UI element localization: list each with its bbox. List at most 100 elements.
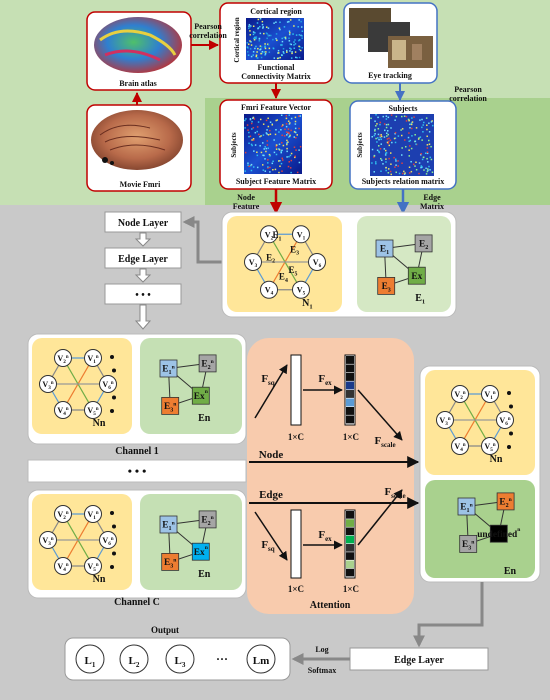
graph-name-label: N1 bbox=[302, 298, 312, 311]
matrix-speckle bbox=[279, 21, 281, 24]
matrix-speckle bbox=[270, 34, 272, 37]
matrix-speckle bbox=[252, 33, 255, 36]
matrix-speckle bbox=[251, 144, 253, 147]
matrix-speckle bbox=[370, 117, 372, 120]
matrix-speckle bbox=[298, 149, 300, 151]
graph-dot bbox=[112, 524, 116, 529]
matrix-speckle bbox=[297, 39, 300, 42]
graph-dot bbox=[507, 391, 511, 395]
matrix-speckle bbox=[275, 21, 277, 23]
matrix-speckle bbox=[278, 143, 281, 146]
matrix-speckle bbox=[286, 51, 288, 53]
matrix-speckle bbox=[244, 127, 246, 129]
matrix-speckle bbox=[431, 124, 434, 127]
matrix-speckle bbox=[387, 140, 390, 143]
graph-dot bbox=[110, 355, 114, 359]
matrix-speckle bbox=[294, 43, 297, 45]
channelc-label: Channel C bbox=[114, 597, 160, 608]
matrix-speckle bbox=[275, 129, 277, 131]
matrix-speckle bbox=[286, 156, 288, 158]
matrix-speckle bbox=[288, 30, 291, 32]
matrix-speckle bbox=[371, 148, 374, 151]
matrix-speckle bbox=[275, 33, 278, 35]
matrix-speckle bbox=[288, 114, 291, 116]
matrix-speckle bbox=[301, 37, 303, 39]
matrix-speckle bbox=[264, 47, 267, 50]
attention-bar-cell bbox=[346, 511, 354, 519]
matrix-speckle bbox=[262, 164, 264, 166]
graph-node-label: V6n bbox=[499, 416, 510, 427]
matrix-speckle bbox=[408, 166, 411, 169]
matrix-speckle bbox=[299, 49, 302, 52]
brain-atlas-box: Brain atlas bbox=[86, 11, 192, 91]
matrix-speckle bbox=[269, 171, 271, 173]
edge-graph-node bbox=[191, 542, 210, 561]
edge-graph-node bbox=[159, 515, 178, 534]
matrix-speckle bbox=[423, 121, 425, 124]
matrix-speckle bbox=[264, 46, 266, 48]
matrix-speckle bbox=[378, 150, 380, 153]
matrix-speckle bbox=[421, 166, 423, 168]
matrix-speckle bbox=[422, 131, 424, 133]
matrix-speckle bbox=[285, 123, 288, 125]
matrix-speckle bbox=[255, 55, 258, 58]
matrix-speckle bbox=[291, 52, 293, 55]
edge-graph-label: E2n bbox=[201, 515, 214, 527]
edge-graph-node bbox=[161, 553, 180, 571]
matrix-speckle bbox=[295, 56, 297, 59]
graph-edge-label: E3 bbox=[290, 244, 299, 256]
fsq-label-bottom: Fsq bbox=[261, 539, 274, 553]
matrix-speckle bbox=[264, 146, 266, 148]
relation-matrix-label: Subjects relation matrix bbox=[362, 177, 445, 186]
matrix-speckle bbox=[250, 122, 253, 125]
matrix-speckle bbox=[249, 25, 252, 27]
matrix-speckle bbox=[258, 38, 261, 40]
graph-node-label: V6n bbox=[102, 536, 113, 547]
matrix-speckle bbox=[269, 133, 272, 135]
matrix-speckle bbox=[407, 136, 410, 139]
matrix-speckle bbox=[250, 169, 253, 172]
matrix-speckle bbox=[388, 157, 390, 160]
edge-graph-node bbox=[198, 354, 217, 373]
matrix-speckle bbox=[253, 150, 255, 152]
graph-node-label: V6 bbox=[313, 258, 322, 269]
matrix-speckle bbox=[414, 165, 416, 167]
matrix-speckle bbox=[401, 134, 403, 137]
matrix-speckle bbox=[289, 167, 292, 169]
matrix-speckle bbox=[415, 168, 418, 171]
graph-node-circle bbox=[292, 225, 310, 244]
matrix-speckle bbox=[267, 167, 269, 169]
matrix-speckle bbox=[384, 129, 386, 132]
matrix-speckle bbox=[247, 129, 249, 131]
attention-title: Attention bbox=[310, 600, 351, 611]
matrix-speckle bbox=[252, 117, 254, 120]
matrix-speckle bbox=[415, 161, 417, 164]
attention-bar-cell bbox=[292, 568, 300, 577]
arrow-right-to-edge-layer bbox=[413, 582, 484, 648]
matrix-speckle bbox=[271, 162, 274, 165]
correlation-label-1: correlation bbox=[189, 31, 227, 40]
matrix-speckle bbox=[394, 132, 396, 135]
matrix-speckle bbox=[397, 160, 399, 162]
matrix-speckle bbox=[389, 152, 392, 154]
matrix-speckle bbox=[266, 144, 269, 146]
matrix-speckle bbox=[259, 32, 262, 35]
attention-bar-cell bbox=[346, 519, 354, 527]
matrix-speckle bbox=[374, 130, 376, 132]
matrix-speckle bbox=[390, 127, 392, 129]
attention-bar-cell bbox=[346, 381, 354, 390]
attention-bar-cell bbox=[346, 544, 354, 552]
matrix-speckle bbox=[418, 162, 421, 164]
matrix-speckle bbox=[409, 123, 411, 126]
matrix-speckle bbox=[272, 47, 275, 50]
matrix-speckle bbox=[286, 147, 288, 150]
matrix-speckle bbox=[249, 164, 252, 167]
matrix-speckle bbox=[288, 135, 291, 138]
matrix-speckle bbox=[277, 57, 280, 59]
matrix-speckle bbox=[410, 123, 413, 126]
matrix-speckle bbox=[280, 54, 283, 56]
dim-label-3: 1×C bbox=[288, 584, 304, 594]
matrix-speckle bbox=[384, 154, 387, 156]
subject-feature-box: Fmri Feature Vector Subjects Subject Fea… bbox=[219, 99, 333, 190]
